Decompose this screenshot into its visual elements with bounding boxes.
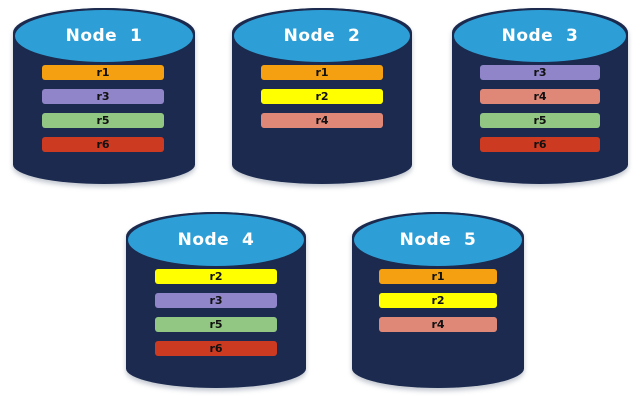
record-bar[interactable]: r3 (42, 89, 164, 104)
record-bar[interactable]: r1 (379, 269, 497, 284)
cylinder-top-icon (452, 8, 628, 64)
record-bar[interactable]: r3 (155, 293, 277, 308)
cylinder-top-icon (13, 8, 195, 64)
record-bar[interactable]: r2 (261, 89, 383, 104)
record-bar[interactable]: r1 (42, 65, 164, 80)
record-bar[interactable]: r5 (155, 317, 277, 332)
record-bar[interactable]: r2 (155, 269, 277, 284)
record-bar[interactable]: r4 (379, 317, 497, 332)
record-bar[interactable]: r6 (480, 137, 600, 152)
record-bar[interactable]: r1 (261, 65, 383, 80)
record-bar[interactable]: r5 (480, 113, 600, 128)
cylinder-top-icon (126, 212, 306, 268)
record-bar[interactable]: r5 (42, 113, 164, 128)
record-bar[interactable]: r4 (261, 113, 383, 128)
record-bar[interactable]: r4 (480, 89, 600, 104)
record-bar[interactable]: r6 (42, 137, 164, 152)
cylinder-top-icon (232, 8, 412, 64)
record-bar[interactable]: r2 (379, 293, 497, 308)
record-bar[interactable]: r3 (480, 65, 600, 80)
cylinder-top-icon (352, 212, 524, 268)
record-bar[interactable]: r6 (155, 341, 277, 356)
